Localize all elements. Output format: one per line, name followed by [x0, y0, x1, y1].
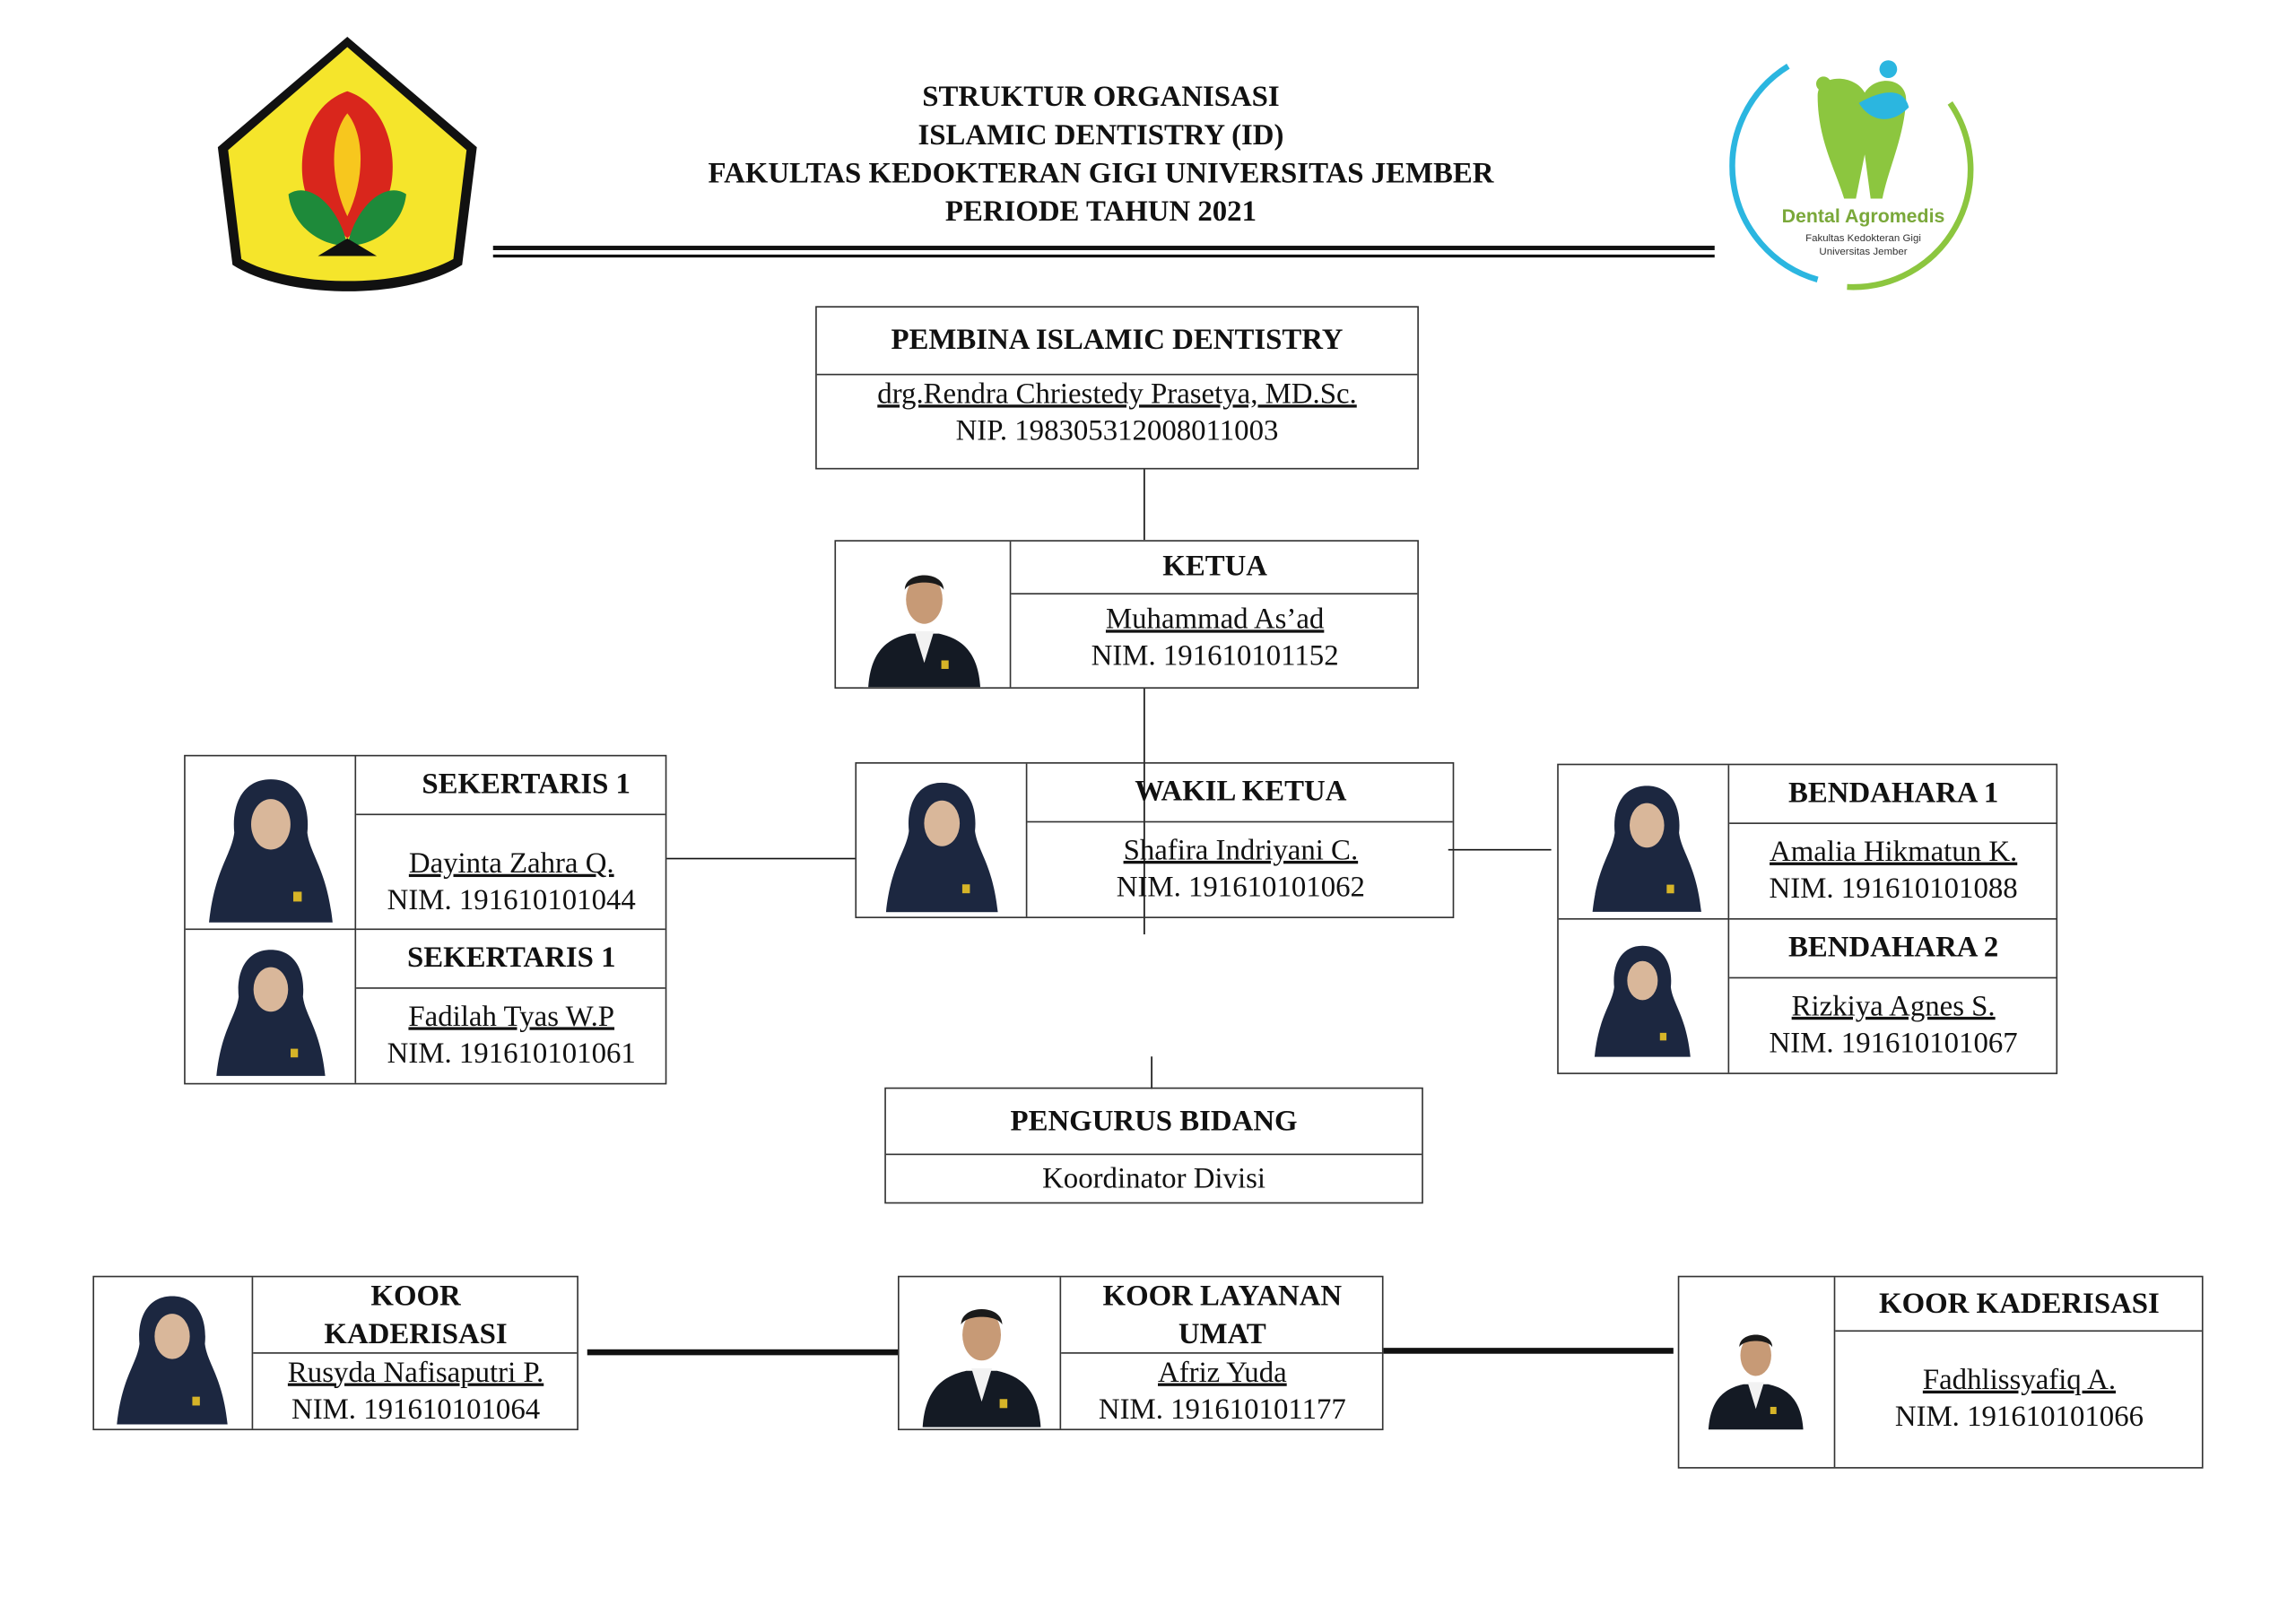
- koor-2-title-2: UMAT: [1178, 1317, 1266, 1350]
- koor-1-name: Rusyda Nafisaputri P.: [287, 1356, 544, 1389]
- koor-2-nim: NIM. 191610101177: [1098, 1393, 1346, 1426]
- bendahara-2-title: BENDAHARA 2: [1787, 931, 1999, 964]
- universitas-jember-logo: [217, 37, 477, 291]
- wakil-ketua-nim: NIM. 191610101062: [1116, 871, 1365, 904]
- ketua-box: KETUA Muhammad As’ad NIM. 191610101152: [834, 540, 1419, 689]
- koor-kaderisasi-2-box: KOOR KADERISASI Fadhlissyafiq A. NIM. 19…: [1677, 1275, 2204, 1469]
- title-line-4: PERIODE TAHUN 2021: [944, 195, 1257, 229]
- bendahara-1-photo: [1585, 774, 1709, 914]
- right-logo-sub2: Universitas Jember: [1819, 247, 1907, 257]
- wakil-ketua-name: Shafira Indriyani C.: [1123, 834, 1359, 867]
- bendahara-2-name: Rizkiya Agnes S.: [1791, 990, 1996, 1023]
- wakil-ketua-photo: [877, 773, 1006, 913]
- ketua-nim: NIM. 191610101152: [1091, 639, 1339, 673]
- koor-3-title: KOOR KADERISASI: [1879, 1287, 2160, 1320]
- right-logo-sub1: Fakultas Kedokteran Gigi: [1805, 233, 1921, 244]
- title-line-2: ISLAMIC DENTISTRY (ID): [918, 118, 1284, 152]
- right-logo-name: Dental Agromedis: [1782, 205, 1945, 227]
- koor-3-nim: NIM. 191610101066: [1894, 1401, 2144, 1434]
- koor-1-title-1: KOOR: [370, 1279, 461, 1312]
- document-title: STRUKTUR ORGANISASI ISLAMIC DENTISTRY (I…: [441, 78, 1760, 231]
- koor-2-title-1: KOOR LAYANAN: [1102, 1279, 1343, 1312]
- koor-3-name: Fadhlissyafiq A.: [1922, 1364, 2117, 1397]
- connector-sekertaris: [665, 857, 856, 860]
- pengurus-bidang-box: PENGURUS BIDANG Koordinator Divisi: [884, 1087, 1423, 1204]
- bendahara-2-nim: NIM. 191610101067: [1769, 1027, 2018, 1060]
- koor-2-name: Afriz Yuda: [1158, 1356, 1287, 1389]
- bendahara-1-nim: NIM. 191610101088: [1769, 872, 2018, 906]
- title-divider-thin: [492, 254, 1715, 258]
- bendahara-box: BENDAHARA 1 Amalia Hikmatun K. NIM. 1916…: [1557, 763, 2058, 1074]
- koor-kaderisasi-1-box: KOOR KADERISASI Rusyda Nafisaputri P. NI…: [92, 1275, 578, 1431]
- koor-1-title-2: KADERISASI: [324, 1317, 508, 1350]
- bendahara-2-photo: [1588, 924, 1697, 1070]
- ketua-photo: [857, 553, 992, 687]
- koor-3-photo: [1704, 1306, 1807, 1439]
- ketua-name: Muhammad As’ad: [1105, 603, 1325, 636]
- sekertaris-2-title: SEKERTARIS 1: [406, 942, 616, 975]
- pengurus-subtitle: Koordinator Divisi: [1042, 1161, 1265, 1194]
- pembina-title: PEMBINA ISLAMIC DENTISTRY: [891, 324, 1344, 357]
- connector-pembina-ketua: [1144, 467, 1146, 541]
- koor-1-nim: NIM. 191610101064: [291, 1393, 541, 1426]
- pembina-name: drg.Rendra Chriestedy Prasetya, MD.Sc.: [877, 378, 1357, 411]
- bendahara-1-title: BENDAHARA 1: [1787, 777, 1999, 810]
- wakil-ketua-box: WAKIL KETUA Shafira Indriyani C. NIM. 19…: [855, 762, 1455, 918]
- sekertaris-1-name: Dayinta Zahra Q.: [408, 847, 614, 881]
- bendahara-1-name: Amalia Hikmatun K.: [1770, 836, 2018, 869]
- ketua-title: KETUA: [1162, 550, 1268, 583]
- sekertaris-2-nim: NIM. 191610101061: [387, 1037, 636, 1071]
- pengurus-title: PENGURUS BIDANG: [1010, 1104, 1298, 1137]
- wakil-ketua-title: WAKIL KETUA: [1135, 775, 1347, 808]
- koor-layanan-umat-box: KOOR LAYANAN UMAT Afriz Yuda NIM. 191610…: [898, 1275, 1384, 1431]
- koor-1-photo: [106, 1286, 239, 1424]
- title-divider-thick: [492, 246, 1715, 250]
- title-line-3: FAKULTAS KEDOKTERAN GIGI UNIVERSITAS JEM…: [708, 157, 1494, 190]
- sekertaris-1-photo: [200, 768, 342, 923]
- connector-bendahara: [1448, 848, 1552, 851]
- sekertaris-box: SEKERTARIS 1 Dayinta Zahra Q. NIM. 19161…: [184, 754, 667, 1085]
- sekertaris-1-title: SEKERTARIS 1: [422, 768, 631, 801]
- koor-2-photo: [911, 1286, 1053, 1428]
- sekertaris-2-photo: [209, 936, 333, 1081]
- connector-ketua-wakil: [1144, 687, 1146, 935]
- title-line-1: STRUKTUR ORGANISASI: [922, 81, 1280, 114]
- connector-pengurus: [1151, 1056, 1153, 1089]
- dental-agromedis-logo: Dental Agromedis Fakultas Kedokteran Gig…: [1729, 40, 1993, 300]
- connector-koor-right: [1383, 1348, 1674, 1354]
- connector-koor-left: [587, 1349, 909, 1356]
- pembina-box: PEMBINA ISLAMIC DENTISTRY drg.Rendra Chr…: [815, 306, 1419, 470]
- pembina-nip: NIP. 198305312008011003: [955, 414, 1279, 447]
- sekertaris-2-name: Fadilah Tyas W.P: [408, 1000, 615, 1033]
- sekertaris-1-nim: NIM. 191610101044: [387, 884, 636, 917]
